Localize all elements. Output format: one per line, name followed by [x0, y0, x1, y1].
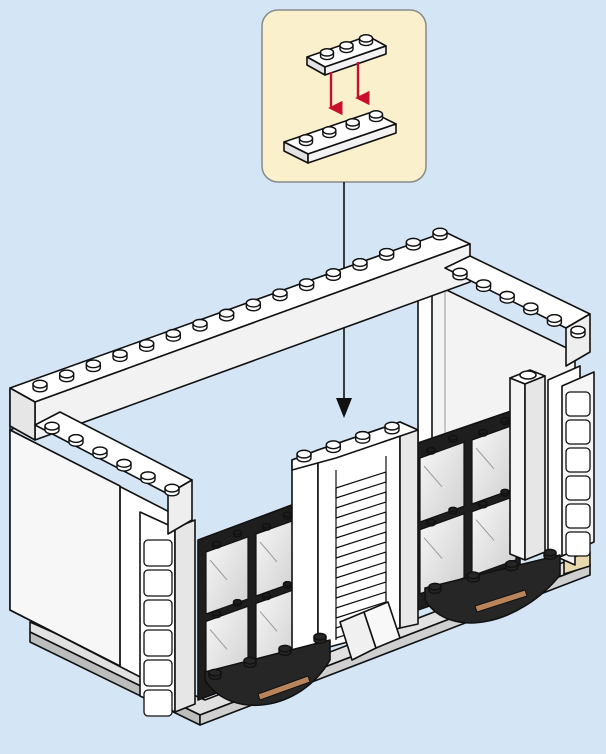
- center-door-column: [291, 421, 419, 661]
- stud: [112, 349, 128, 363]
- left-beam: [34, 411, 193, 535]
- stud: [475, 279, 492, 293]
- stud: [92, 446, 108, 460]
- stud: [313, 632, 327, 644]
- callout-studs-bottom: [298, 110, 384, 147]
- flower-box-left: [204, 632, 331, 707]
- stud: [426, 446, 436, 455]
- stud: [211, 540, 222, 549]
- stud: [208, 668, 222, 680]
- column-brick: [565, 447, 591, 473]
- stud: [325, 268, 342, 282]
- stud: [546, 313, 563, 327]
- stud: [272, 288, 288, 302]
- stud: [278, 644, 292, 656]
- callout-frame: [261, 9, 427, 183]
- stud: [44, 421, 60, 435]
- stud: [140, 471, 156, 485]
- column-brick: [143, 689, 173, 717]
- column-brick: [565, 503, 591, 529]
- stud: [138, 339, 155, 353]
- stud: [354, 430, 371, 444]
- back-beam: [9, 227, 471, 441]
- stud: [85, 359, 102, 373]
- stud: [432, 227, 448, 241]
- stud: [282, 511, 293, 520]
- stud: [116, 458, 132, 472]
- stud: [298, 134, 314, 147]
- guide-arrow-head: [336, 398, 352, 418]
- stud: [478, 500, 488, 509]
- door-panel-right: [363, 601, 401, 649]
- column-brick: [143, 599, 173, 627]
- stud: [368, 110, 384, 123]
- stud: [58, 369, 75, 383]
- stud: [245, 298, 262, 312]
- stud: [448, 435, 458, 444]
- stud: [32, 379, 48, 393]
- column-brick: [143, 629, 173, 657]
- stud: [499, 290, 515, 304]
- stud: [500, 417, 510, 426]
- stud: [452, 267, 468, 281]
- column-brick: [143, 539, 173, 567]
- right-pillar: [509, 369, 546, 561]
- right-column: [547, 365, 595, 563]
- stud: [358, 34, 374, 47]
- stud: [243, 656, 257, 668]
- stud: [164, 483, 180, 497]
- stud: [296, 449, 312, 463]
- stud: [261, 522, 272, 531]
- stud: [339, 41, 354, 54]
- stud: [478, 428, 488, 437]
- column-brick: [565, 531, 591, 557]
- stud: [466, 571, 481, 583]
- callout-plate-1x3: [306, 34, 387, 76]
- window-pane: [471, 495, 517, 577]
- assembly: [9, 227, 595, 726]
- column-brick: [565, 419, 591, 445]
- column-brick: [143, 659, 173, 687]
- stud: [232, 529, 243, 538]
- stud: [426, 518, 436, 527]
- stud: [218, 308, 235, 322]
- flower-box-right: [424, 548, 561, 624]
- left-column: [139, 511, 196, 717]
- stud: [345, 118, 360, 131]
- stud: [352, 257, 368, 271]
- callout-plate-1x4: [283, 110, 397, 164]
- callout-panel: [261, 9, 427, 183]
- stud: [68, 433, 84, 447]
- stud: [448, 506, 458, 515]
- stud: [378, 247, 395, 261]
- column-brick: [565, 475, 591, 501]
- stud: [405, 237, 422, 251]
- stud: [570, 325, 586, 339]
- stud: [192, 318, 208, 332]
- window-block-right: [411, 407, 521, 613]
- column-brick: [143, 569, 173, 597]
- stud: [325, 440, 342, 454]
- right-beam: [444, 255, 591, 367]
- stud: [319, 48, 335, 61]
- stud: [523, 302, 539, 316]
- stud: [165, 328, 182, 342]
- stud: [428, 582, 442, 594]
- stud: [504, 560, 519, 572]
- stud: [322, 126, 337, 139]
- stud: [384, 421, 400, 435]
- column-brick: [565, 391, 591, 417]
- stud: [500, 488, 510, 497]
- window-pane: [419, 441, 465, 523]
- stud: [298, 278, 315, 292]
- stud: [261, 592, 272, 601]
- window-pane: [205, 536, 249, 615]
- stud: [232, 599, 243, 607]
- stud: [282, 581, 293, 589]
- stud: [211, 610, 222, 619]
- callout-studs-top: [319, 34, 374, 61]
